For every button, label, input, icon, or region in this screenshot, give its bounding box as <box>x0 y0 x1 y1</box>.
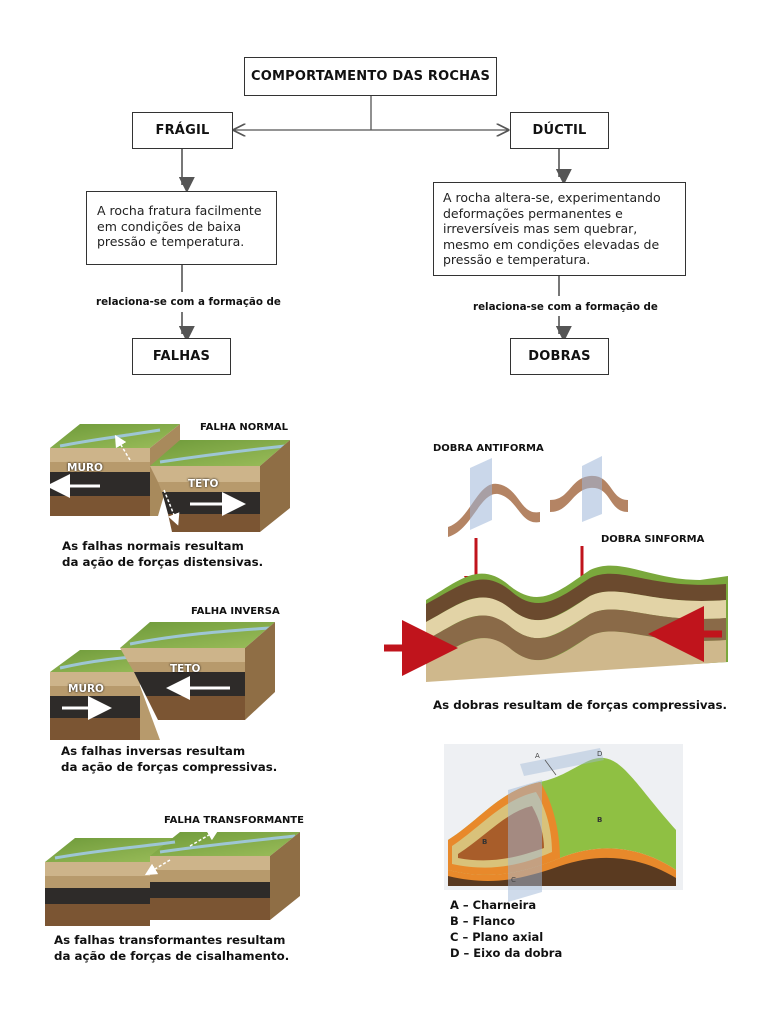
reverse-fault-block <box>50 622 275 740</box>
falha-inversa-caption-line2: da ação de forças compressivas. <box>61 760 278 774</box>
falhas-box: FALHAS <box>132 338 231 375</box>
dobras-caption: As dobras resultam de forças compressiva… <box>433 698 728 712</box>
falha-transformante-title: FALHA TRANSFORMANTE <box>164 815 304 826</box>
fold-landscape <box>384 456 728 682</box>
legend-item: B – Flanco <box>450 914 515 928</box>
fragil-box: FRÁGIL <box>132 112 233 149</box>
falha-inversa-caption-line1: As falhas inversas resultam <box>61 744 246 758</box>
dobras-box: DOBRAS <box>510 338 609 375</box>
schematic-letter-d: D <box>597 750 603 758</box>
falha-inversa-title: FALHA INVERSA <box>191 606 280 617</box>
falha-inversa-muro-label: MURO <box>68 683 104 695</box>
falha-inversa-teto-label: TETO <box>170 663 201 675</box>
anticline-schematic <box>444 744 683 902</box>
legend-item: A – Charneira <box>450 898 537 912</box>
falha-normal-muro-label: MURO <box>67 462 103 474</box>
ductil-relation-text: relaciona-se com a formação de <box>473 301 658 313</box>
title-box: COMPORTAMENTO DAS ROCHAS <box>244 57 497 96</box>
falha-normal-teto-label: TETO <box>188 478 219 490</box>
normal-fault-block <box>46 424 290 532</box>
schematic-letter-b-right: B <box>597 816 603 824</box>
falha-normal-title: FALHA NORMAL <box>200 422 289 433</box>
fragil-description: A rocha fratura facilmente em condições … <box>86 191 277 265</box>
fold-legend: A – Charneira B – Flanco C – Plano axial… <box>450 897 562 961</box>
dobra-antiforma-title: DOBRA ANTIFORMA <box>433 443 544 454</box>
fragil-relation-text: relaciona-se com a formação de <box>96 296 281 308</box>
falha-transformante-caption-line2: da ação de forças de cisalhamento. <box>54 949 290 963</box>
schematic-letter-c: C <box>511 876 516 884</box>
dobra-sinforma-title: DOBRA SINFORMA <box>601 534 705 545</box>
legend-item: D – Eixo da dobra <box>450 946 563 960</box>
ductil-box: DÚCTIL <box>510 112 609 149</box>
schematic-letter-b-left: B <box>482 838 488 846</box>
ductil-description: A rocha altera-se, experimentando deform… <box>433 182 686 276</box>
falha-normal-caption-line2: da ação de forças distensivas. <box>62 555 264 569</box>
legend-item: C – Plano axial <box>450 930 544 944</box>
transform-fault-block <box>45 828 300 926</box>
falha-normal-caption-line1: As falhas normais resultam <box>62 539 244 553</box>
falha-transformante-caption-line1: As falhas transformantes resultam <box>54 933 286 947</box>
schematic-letter-a: A <box>535 752 540 760</box>
